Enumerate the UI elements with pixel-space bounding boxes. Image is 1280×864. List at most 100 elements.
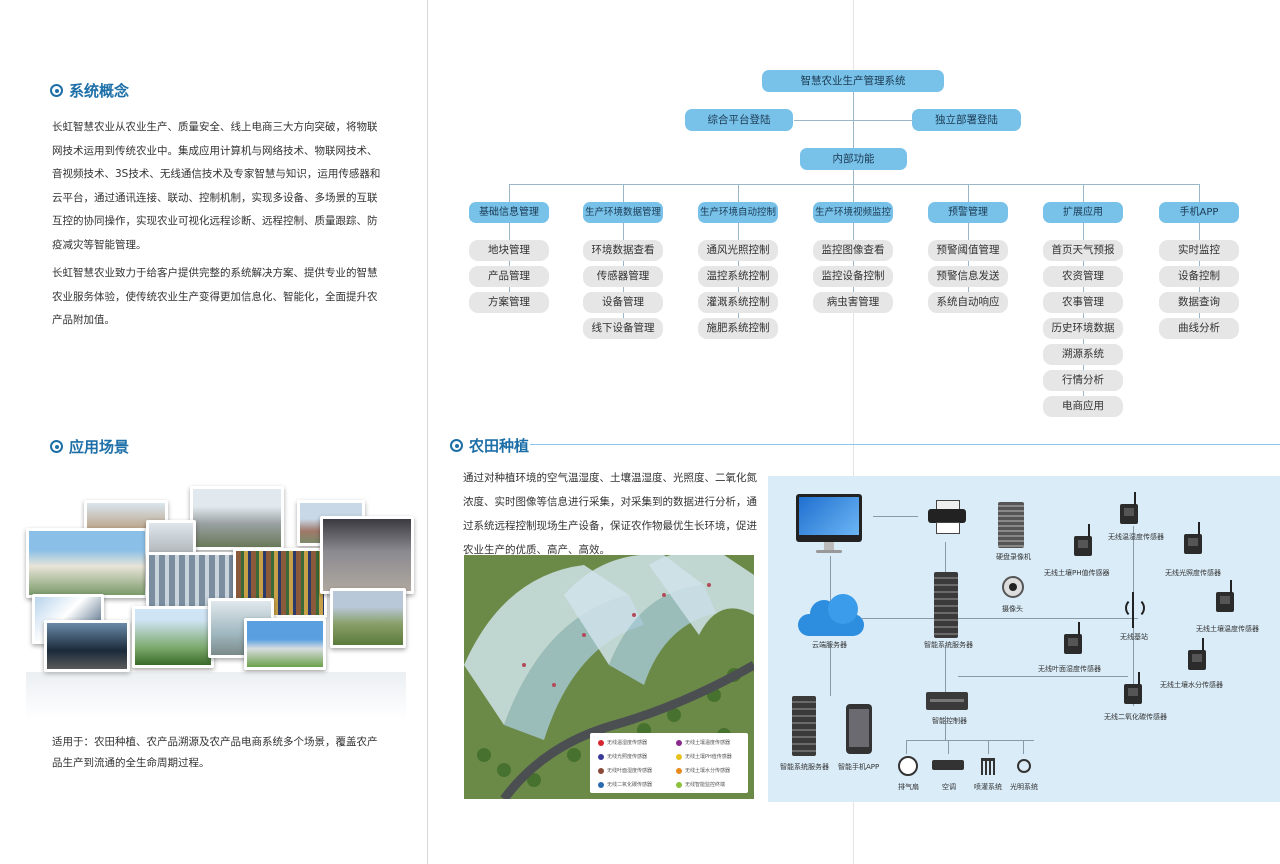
legend-dot-icon (598, 753, 604, 760)
item-auto-control: 施肥系统控制 (698, 318, 778, 339)
connector (968, 184, 969, 202)
connector (509, 223, 510, 303)
smart-controller-icon (926, 692, 968, 710)
connector (945, 646, 946, 692)
circle-bullet-icon (50, 440, 63, 453)
exhaust-fan-label: 排气扇 (898, 783, 919, 791)
cloud-server-label: 云端服务器 (812, 641, 847, 649)
category-auto-control: 生产环境自动控制 (698, 202, 778, 223)
legend-entry: 无线二氧化碳传感器 (598, 781, 652, 788)
photo-production-line (320, 516, 414, 594)
connector (794, 120, 914, 121)
concept-line: 长虹智慧农业从农业生产、质量安全、线上电商三大方向突破，将物联 (52, 121, 378, 133)
wireless-sensor-icon (1120, 492, 1138, 524)
wireless-sensor-icon (1124, 672, 1142, 704)
circle-bullet-icon (50, 84, 63, 97)
connector (945, 716, 946, 740)
item-basic-info: 产品管理 (469, 266, 549, 287)
legend-entry: 无线叶面湿度传感器 (598, 767, 652, 774)
circle-bullet-icon (450, 439, 463, 452)
item-basic-info: 地块管理 (469, 240, 549, 261)
photo-greenhouse-interior (132, 606, 214, 668)
item-mobile-app: 数据查询 (1159, 292, 1239, 313)
legend-entry: 无线土壤温度传感器 (676, 739, 730, 746)
printer-icon (928, 500, 966, 534)
server-tower-icon (792, 696, 816, 756)
category-mobile-app: 手机APP (1159, 202, 1239, 223)
legend-dot-icon (676, 753, 682, 760)
legend-entry: 无线智能监控终端 (676, 781, 725, 788)
item-video-monitor: 病虫害管理 (813, 292, 893, 313)
connector (873, 516, 918, 517)
scenes-note-line: 品生产到流通的全生命周期过程。 (52, 757, 210, 769)
category-extensions: 扩展应用 (1043, 202, 1123, 223)
farm-line: 过系统远程控制现场生产设备，保证农作物最优生长环境，促进 (463, 520, 757, 532)
camera-icon (1002, 576, 1024, 598)
legend-dot-icon (598, 781, 604, 788)
light-system-label: 光明系统 (1010, 783, 1038, 791)
wireless-sensor-icon (1216, 580, 1234, 612)
sprinkler-icon (981, 758, 995, 775)
concept-line: 农业服务体验，使传统农业生产变得更加信息化、智能化，全面提升农 (52, 290, 378, 303)
phone-app-label: 智能手机APP (838, 763, 880, 771)
category-warning: 预警管理 (928, 202, 1008, 223)
concept-line: 疫减灾等智能管理。 (52, 238, 147, 251)
item-env-data: 线下设备管理 (583, 318, 663, 339)
legend-dot-icon (676, 739, 682, 746)
greenhouse-tunnel (649, 555, 754, 635)
item-mobile-app: 设备控制 (1159, 266, 1239, 287)
farm-line: 农业生产的优质、高产、高效。 (463, 544, 610, 556)
sensor-light-label: 无线光照度传感器 (1165, 569, 1221, 577)
item-extensions: 溯源系统 (1043, 344, 1123, 365)
server-tower-icon (934, 572, 958, 638)
legend-dot-icon (598, 767, 604, 774)
hdd-recorder-icon (998, 502, 1024, 548)
legend-entry: 无线土壤水分传感器 (676, 767, 730, 774)
connector (830, 641, 831, 696)
connector (906, 740, 907, 754)
connector (738, 184, 739, 202)
item-warning: 预警信息发送 (928, 266, 1008, 287)
camera-label: 摄像头 (1002, 605, 1023, 613)
connector (509, 184, 510, 202)
item-mobile-app: 实时监控 (1159, 240, 1239, 261)
photo-green-building (244, 618, 326, 670)
farm-title-text: 农田种植 (469, 437, 530, 455)
concept-title-text: 系统概念 (69, 82, 130, 100)
legend-entry: 无线光照度传感器 (598, 753, 647, 760)
connector (1199, 184, 1200, 202)
farm-line: 通过对种植环境的空气温湿度、土壤温湿度、光照度、二氧化氮 (463, 472, 757, 484)
spray-system-label: 喷灌系统 (974, 783, 1002, 791)
bottom-server-label: 智能系统服务器 (780, 763, 829, 771)
connector (906, 740, 1034, 741)
item-env-data: 传感器管理 (583, 266, 663, 287)
connector (988, 740, 989, 754)
chart-login-left-node: 综合平台登陆 (685, 109, 793, 131)
photo-warehouse (190, 486, 284, 550)
connector (945, 542, 946, 572)
connector (853, 223, 854, 303)
page-fold-left (427, 0, 428, 864)
item-video-monitor: 监控设备控制 (813, 266, 893, 287)
photo-hotel (26, 528, 148, 598)
sensor-soil-ph-label: 无线土壤PH值传感器 (1044, 569, 1110, 577)
base-station-label: 无线基站 (1120, 633, 1148, 641)
item-video-monitor: 监控图像查看 (813, 240, 893, 261)
item-extensions: 农资管理 (1043, 266, 1123, 287)
item-auto-control: 灌溉系统控制 (698, 292, 778, 313)
item-mobile-app: 曲线分析 (1159, 318, 1239, 339)
item-warning: 系统自动响应 (928, 292, 1008, 313)
photo-truck-road (44, 620, 130, 672)
connector (853, 184, 854, 202)
item-auto-control: 通风光照控制 (698, 240, 778, 261)
concept-line: 网技术运用到传统农业中。集成应用计算机与网络技术、物联网技术、 (52, 144, 378, 157)
connector (509, 184, 1199, 185)
farm-line: 浓度、实时图像等信息进行采集，对采集到的数据进行分析，通 (463, 496, 757, 508)
network-diagram: 硬盘录像机 摄像头 云端服务器 智能系统服务器 智能控制器 智能系统服务器 智能… (768, 476, 1280, 802)
sensor-soil-temp-label: 无线土壤温度传感器 (1196, 625, 1259, 633)
legend-dot-icon (598, 739, 604, 746)
item-extensions: 首页天气预报 (1043, 240, 1123, 261)
farm-description: 通过对种植环境的空气温湿度、土壤温湿度、光照度、二氧化氮 浓度、实时图像等信息进… (463, 466, 763, 562)
air-conditioner-label: 空调 (942, 783, 956, 791)
concept-line: 长虹智慧农业致力于给客户提供完整的系统解决方案、提供专业的智慧 (52, 267, 378, 279)
